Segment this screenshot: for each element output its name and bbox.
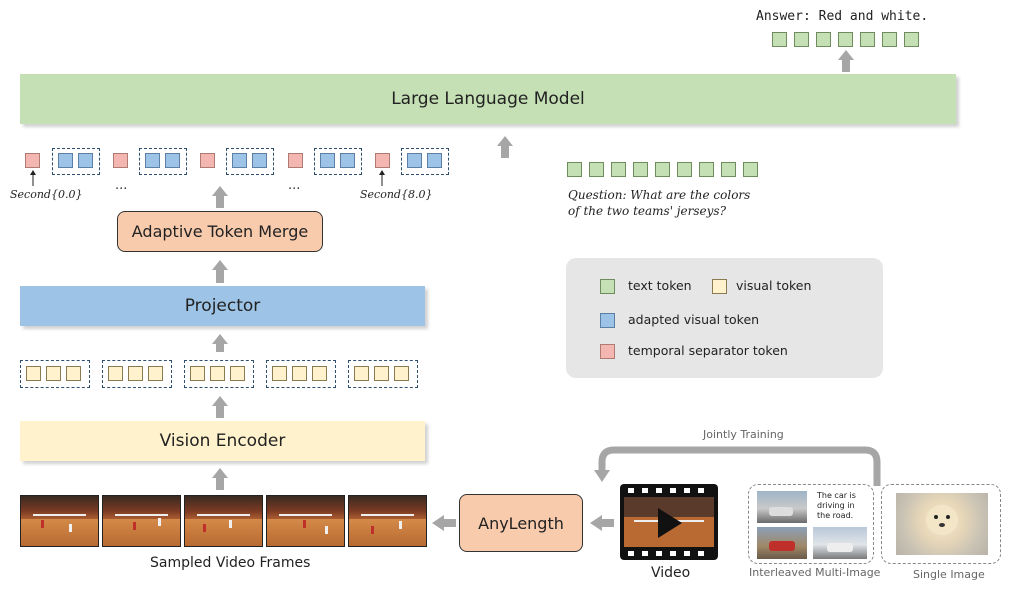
answer-text: Answer: Red and white. xyxy=(756,9,929,24)
sampled-video-frames-caption: Sampled Video Frames xyxy=(150,555,311,571)
arrow-encoder-to-tokens xyxy=(212,396,228,418)
video-icon xyxy=(620,484,718,560)
projector-label: Projector xyxy=(184,296,261,316)
vision-encoder-label: Vision Encoder xyxy=(159,431,286,451)
vision-encoder-box: Vision Encoder xyxy=(20,421,425,461)
jointly-training-path xyxy=(598,446,881,486)
anylength-box: AnyLength xyxy=(459,494,583,552)
question-line-1: Question: What are the colors xyxy=(568,188,751,202)
second-start-label: Second{0.0} xyxy=(10,188,83,201)
arrow-llm-to-answer xyxy=(838,50,854,72)
legend-text-token-swatch xyxy=(600,279,615,294)
single-image-group xyxy=(881,484,1001,564)
interleaved-multi-image-group: The car is driving in the road. xyxy=(748,484,874,564)
legend-temporal-separator-token-label: temporal separator token xyxy=(628,343,788,358)
legend-visual-token-swatch xyxy=(712,279,727,294)
legend-panel: text token visual token adapted visual t… xyxy=(566,258,883,378)
adaptive-token-merge-box: Adaptive Token Merge xyxy=(117,211,323,252)
single-image-caption: Single Image xyxy=(913,568,985,581)
arrow-projector-to-merge xyxy=(212,260,228,283)
ellipsis-2: ... xyxy=(288,178,301,193)
llm-label: Large Language Model xyxy=(391,89,585,109)
arrow-video-to-anylength xyxy=(590,515,614,531)
film-strip-icon xyxy=(624,488,714,556)
question-line-2: of the two teams' jerseys? xyxy=(568,204,726,218)
legend-temporal-separator-token-swatch xyxy=(600,344,615,359)
car-image-1 xyxy=(757,491,807,523)
dog-image xyxy=(896,493,988,555)
adaptive-token-merge-label: Adaptive Token Merge xyxy=(131,222,309,241)
anylength-label: AnyLength xyxy=(478,513,564,533)
interleaved-text: The car is driving in the road. xyxy=(817,491,856,520)
jointly-training-label: Jointly Training xyxy=(703,428,784,441)
legend-adapted-visual-token-label: adapted visual token xyxy=(628,312,760,327)
legend-text-token-label: text token xyxy=(628,278,692,293)
second-end-label: Second{8.0} xyxy=(360,188,433,201)
ellipsis-1: ... xyxy=(115,178,128,193)
large-language-model-box: Large Language Model xyxy=(20,74,956,124)
arrow-merge-to-tokens xyxy=(212,186,228,208)
arrow-tokens-to-projector xyxy=(212,334,228,352)
car-image-2 xyxy=(757,527,807,559)
arrow-frames-to-encoder xyxy=(212,468,228,490)
projector-box: Projector xyxy=(20,286,425,326)
play-icon xyxy=(658,508,682,538)
jointly-training-arrowhead xyxy=(594,470,610,482)
car-image-3 xyxy=(813,527,867,559)
legend-visual-token-label: visual token xyxy=(736,278,812,293)
arrow-anylength-to-frames xyxy=(432,515,456,531)
interleaved-multi-image-caption: Interleaved Multi-Image xyxy=(749,566,881,579)
legend-adapted-visual-token-swatch xyxy=(600,313,615,328)
video-caption: Video xyxy=(651,565,691,581)
arrow-question-to-llm xyxy=(497,136,513,158)
